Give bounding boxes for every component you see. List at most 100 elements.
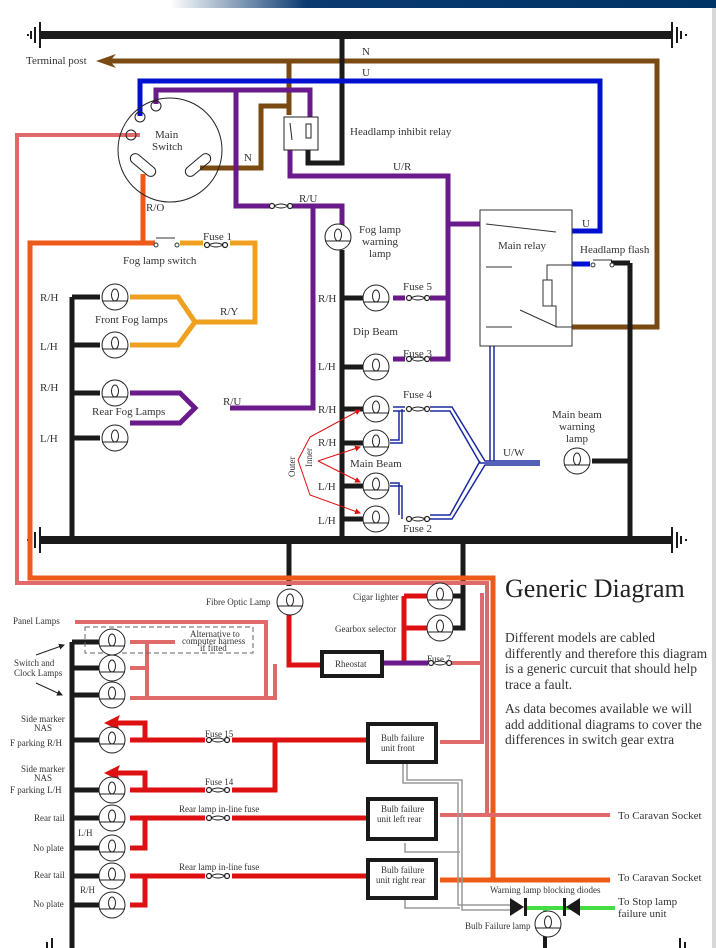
wire-label-UR: U/R [393,161,412,173]
side-marker-label: Side marker [21,764,65,774]
front-fog-lamps-label: Front Fog lamps [95,314,168,326]
lamp-icon [426,614,454,642]
main-switch-label: Switch [152,141,183,153]
lamp-icon [98,891,126,919]
main-beam-label: Main Beam [350,458,402,470]
fuse-icon [205,872,231,880]
wire-label-N: N [244,152,252,164]
rheostat [320,650,384,678]
alternative-note: Alternative to [190,629,240,639]
bulb-failure-lamp-label: Bulb Failure lamp [465,921,531,931]
switch-clock-arrows [35,643,65,696]
fuse-5-label: Fuse 5 [403,281,433,293]
lh-label: L/H [318,515,336,527]
bulb-failure-right-rear-label: Bulb failure [381,865,424,875]
rear-lamp-inline-fuse-label: Rear lamp in-line fuse [179,862,259,872]
lamp-icon [563,447,591,475]
fuse-3-label: Fuse 3 [403,348,433,360]
lh-label: L/H [318,481,336,493]
cigar-lighter-label: Cigar lighter [353,592,399,602]
wire-label-RY: R/Y [220,306,238,318]
main-relay-label: Main relay [498,240,546,252]
rear-fog-lamps-label: Rear Fog Lamps [92,406,165,418]
main-beam-warning-label: Main beam [552,409,602,421]
earth-drops [69,39,633,948]
lamp-icon [101,283,129,311]
headlamp-flash-label: Headlamp flash [580,244,650,256]
rheostat-label: Rheostat [335,659,367,669]
wire-label-UW: U/W [503,447,525,459]
wire-label-RU: R/U [299,193,317,205]
wire-label-RU: R/U [223,396,241,408]
f-parking-rh-label: F parking R/H [10,738,63,748]
fuse-icon [203,241,229,249]
fog-warning-label: Fog lamp [359,224,401,236]
fog-warning-label: lamp [369,248,391,260]
switch-clock-label: Switch and [14,658,55,668]
alternative-note: computer harness [182,636,246,646]
lamp-icon [98,628,126,656]
lamp-icon [362,472,390,500]
lamp-icon [276,588,304,616]
fuse-icon [268,202,294,210]
lamp-icon [534,910,562,938]
to-caravan-socket-label: To Caravan Socket [618,810,702,822]
lamp-icon [101,331,129,359]
fuses [203,202,453,880]
main-relay [479,209,573,347]
fibre-optic-lamp-label: Fibre Optic Lamp [206,597,271,607]
fog-lamp-switch-label: Fog lamp switch [123,255,197,267]
side-marker-label: Side marker [21,714,65,724]
lh-label: L/H [318,361,336,373]
blocking-diodes [510,898,580,916]
fuse-icon [405,294,431,302]
bulb-failure-front-label: unit front [381,743,415,753]
description-paragraph: Different models are cabled differently … [505,630,708,692]
alternative-harness-box [84,626,254,654]
bulb-failure-units [366,722,438,900]
rh-label: R/H [318,404,336,416]
fuse-icon [205,814,231,822]
lamp-icon [101,379,129,407]
blocking-diodes-label: Warning lamp blocking diodes [490,885,601,895]
fuse-icon [205,786,231,794]
lamp-icon [362,284,390,312]
lamp-icon [362,353,390,381]
fuse-2-label: Fuse 2 [403,523,432,535]
red-arrows [104,715,120,781]
earth-rail-top [27,22,687,48]
lamps [98,223,591,938]
page-edge [712,8,716,948]
fuse-15-label: Fuse 15 [205,729,234,739]
rear-tail-label: Rear tail [34,870,65,880]
earth-symbol-right [671,22,687,48]
lamp-icon [98,834,126,862]
lamp-icon [98,776,126,804]
wire-label-N: N [362,46,370,58]
wire-label-RO: R/O [146,202,164,214]
bulb-failure-front-label: Bulb failure [381,733,424,743]
wire-red-white [15,133,610,817]
bulb-failure-right-rear-label: unit right rear [376,875,425,885]
wire-blue-white-UW [390,345,540,520]
switch-clock-label: Clock Lamps [14,668,63,678]
lamp-icon [98,726,126,754]
wire-orange-RO [27,174,610,883]
lamp-icon [362,395,390,423]
rh-label: R/H [40,292,58,304]
rh-label: R/H [318,437,336,449]
to-caravan-socket-label: To Caravan Socket [618,872,702,884]
main-beam-warning-label: warning [559,421,596,433]
rh-label: R/H [80,885,96,895]
outer-label: Outer [287,457,297,478]
lamp-icon [98,862,126,890]
page-title: Generic Diagram [505,574,685,603]
lamp-icon [98,654,126,682]
lh-label: L/H [78,828,93,838]
earth-symbol-right [671,527,687,553]
f-parking-lh-label: F parking L/H [10,785,62,795]
side-marker-label: NAS [34,723,52,733]
gearbox-selector-label: Gearbox selector [335,624,396,634]
earth-symbol-bottom [46,938,686,948]
